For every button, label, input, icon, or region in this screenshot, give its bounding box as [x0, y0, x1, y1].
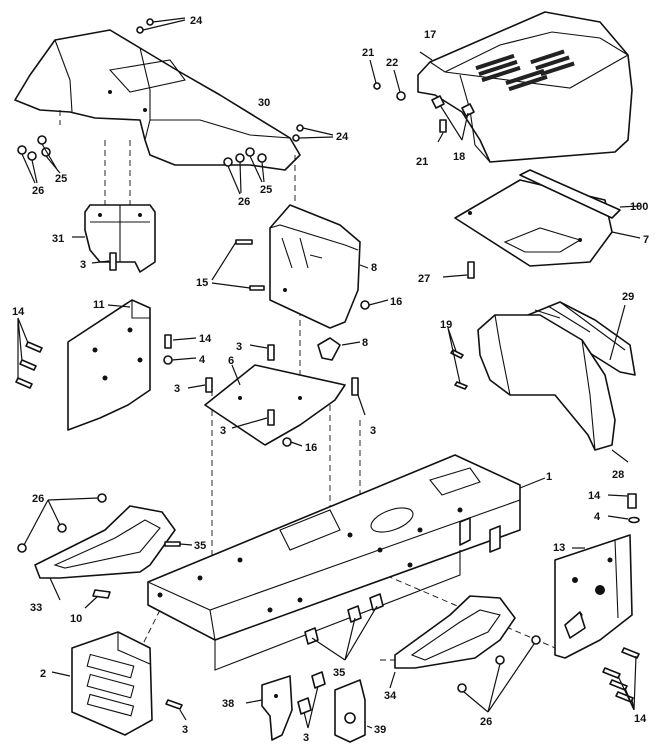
- screws-19: [447, 327, 468, 390]
- callout-3-lower: 3: [220, 425, 226, 437]
- fender: [14, 29, 301, 171]
- callout-14-left: 14: [12, 306, 25, 318]
- callout-3-left: 3: [174, 383, 180, 395]
- callout-13: 13: [553, 542, 565, 554]
- callouts: 24 24 30 26 25 26 25 31 3 15 8 16 8 14 1…: [12, 15, 649, 744]
- screws-right-panel: [602, 647, 640, 711]
- screws-15: [211, 239, 265, 291]
- callout-21-top: 21: [362, 47, 374, 59]
- grille: [527, 301, 636, 376]
- left-footrest-nuts: [17, 493, 107, 553]
- callout-10: 10: [70, 613, 82, 625]
- callout-22: 22: [386, 57, 398, 69]
- screws-35-bottom: [304, 593, 384, 661]
- callout-4-right: 4: [594, 511, 601, 523]
- callout-35-left: 35: [194, 540, 206, 552]
- right-footrest-nuts: [457, 635, 541, 713]
- dash-plate: [454, 179, 641, 267]
- callout-24-top: 24: [190, 15, 203, 27]
- callout-21-bottom: 21: [416, 156, 428, 168]
- callout-3-right: 3: [370, 425, 376, 437]
- callout-33: 33: [30, 602, 42, 614]
- callout-25-center: 25: [260, 184, 272, 196]
- callout-7: 7: [643, 234, 649, 246]
- support-bar: [519, 169, 641, 219]
- callout-8-panel: 8: [371, 262, 377, 274]
- callout-24-right: 24: [336, 131, 349, 143]
- screw-washer-right: [607, 493, 640, 524]
- callout-11: 11: [93, 299, 105, 311]
- callout-6: 6: [228, 355, 234, 367]
- callout-29: 29: [622, 291, 634, 303]
- seat-panel: [269, 204, 369, 329]
- callout-2: 2: [40, 668, 46, 680]
- screw-35-left: [164, 541, 193, 547]
- callout-18: 18: [453, 151, 465, 163]
- callout-28: 28: [612, 469, 624, 481]
- callout-26-footrest-left: 26: [32, 493, 44, 505]
- callout-3-bottom: 3: [303, 732, 309, 744]
- callout-8-clip: 8: [362, 337, 368, 349]
- callout-34: 34: [384, 690, 397, 702]
- left-footrest: [34, 505, 176, 609]
- screws-38: [297, 671, 326, 729]
- callout-30: 30: [258, 97, 270, 109]
- callout-16-upper: 16: [390, 296, 402, 308]
- callout-14-center: 14: [199, 333, 212, 345]
- screws-center: [163, 334, 366, 447]
- callout-16-lower: 16: [305, 442, 317, 454]
- callout-26-center: 26: [238, 196, 250, 208]
- callout-31: 31: [52, 233, 64, 245]
- callout-39: 39: [374, 724, 386, 736]
- screw-27: [442, 261, 475, 279]
- screws-left-panel: [15, 317, 43, 389]
- right-side-panel: [554, 534, 633, 659]
- callout-25-left: 25: [55, 173, 67, 185]
- callout-19: 19: [440, 319, 452, 331]
- callout-26-left: 26: [32, 185, 44, 197]
- hood-vent: [475, 49, 575, 92]
- front-bracket: [51, 631, 153, 736]
- main-frame: [147, 454, 546, 671]
- bracket-39: [334, 679, 373, 743]
- callout-14-right: 14: [588, 490, 601, 502]
- fender-screws-top: [136, 17, 186, 34]
- callout-3-bottom-left: 3: [182, 724, 188, 736]
- callout-4-center: 4: [199, 354, 206, 366]
- fender-nuts-left: [17, 135, 61, 184]
- callout-17: 17: [424, 29, 436, 41]
- fender-nuts-center: [223, 147, 267, 195]
- callout-38: 38: [222, 698, 234, 710]
- hood: [417, 11, 633, 163]
- callout-3-bracket: 3: [80, 259, 86, 271]
- right-footrest: [389, 595, 516, 689]
- callout-14-bottom-right: 14: [634, 713, 647, 725]
- callout-100: 100: [630, 201, 648, 213]
- callout-35-bottom: 35: [333, 667, 345, 679]
- mounting-plate: [204, 364, 346, 446]
- callout-15: 15: [196, 277, 208, 289]
- callout-27: 27: [418, 273, 430, 285]
- front-panel: [477, 314, 629, 463]
- nut-upper: [360, 299, 389, 310]
- callout-26-footrest-right: 26: [480, 716, 492, 728]
- left-side-panel: [67, 299, 151, 431]
- bracket-38: [245, 675, 293, 741]
- screw-front-bracket: [165, 699, 187, 721]
- fender-screws-right: [292, 124, 334, 142]
- callout-1: 1: [546, 471, 552, 483]
- callout-3-plate: 3: [236, 341, 242, 353]
- hood-fasteners: [369, 59, 469, 143]
- clip: [317, 337, 361, 361]
- screw-bracket: [91, 252, 117, 271]
